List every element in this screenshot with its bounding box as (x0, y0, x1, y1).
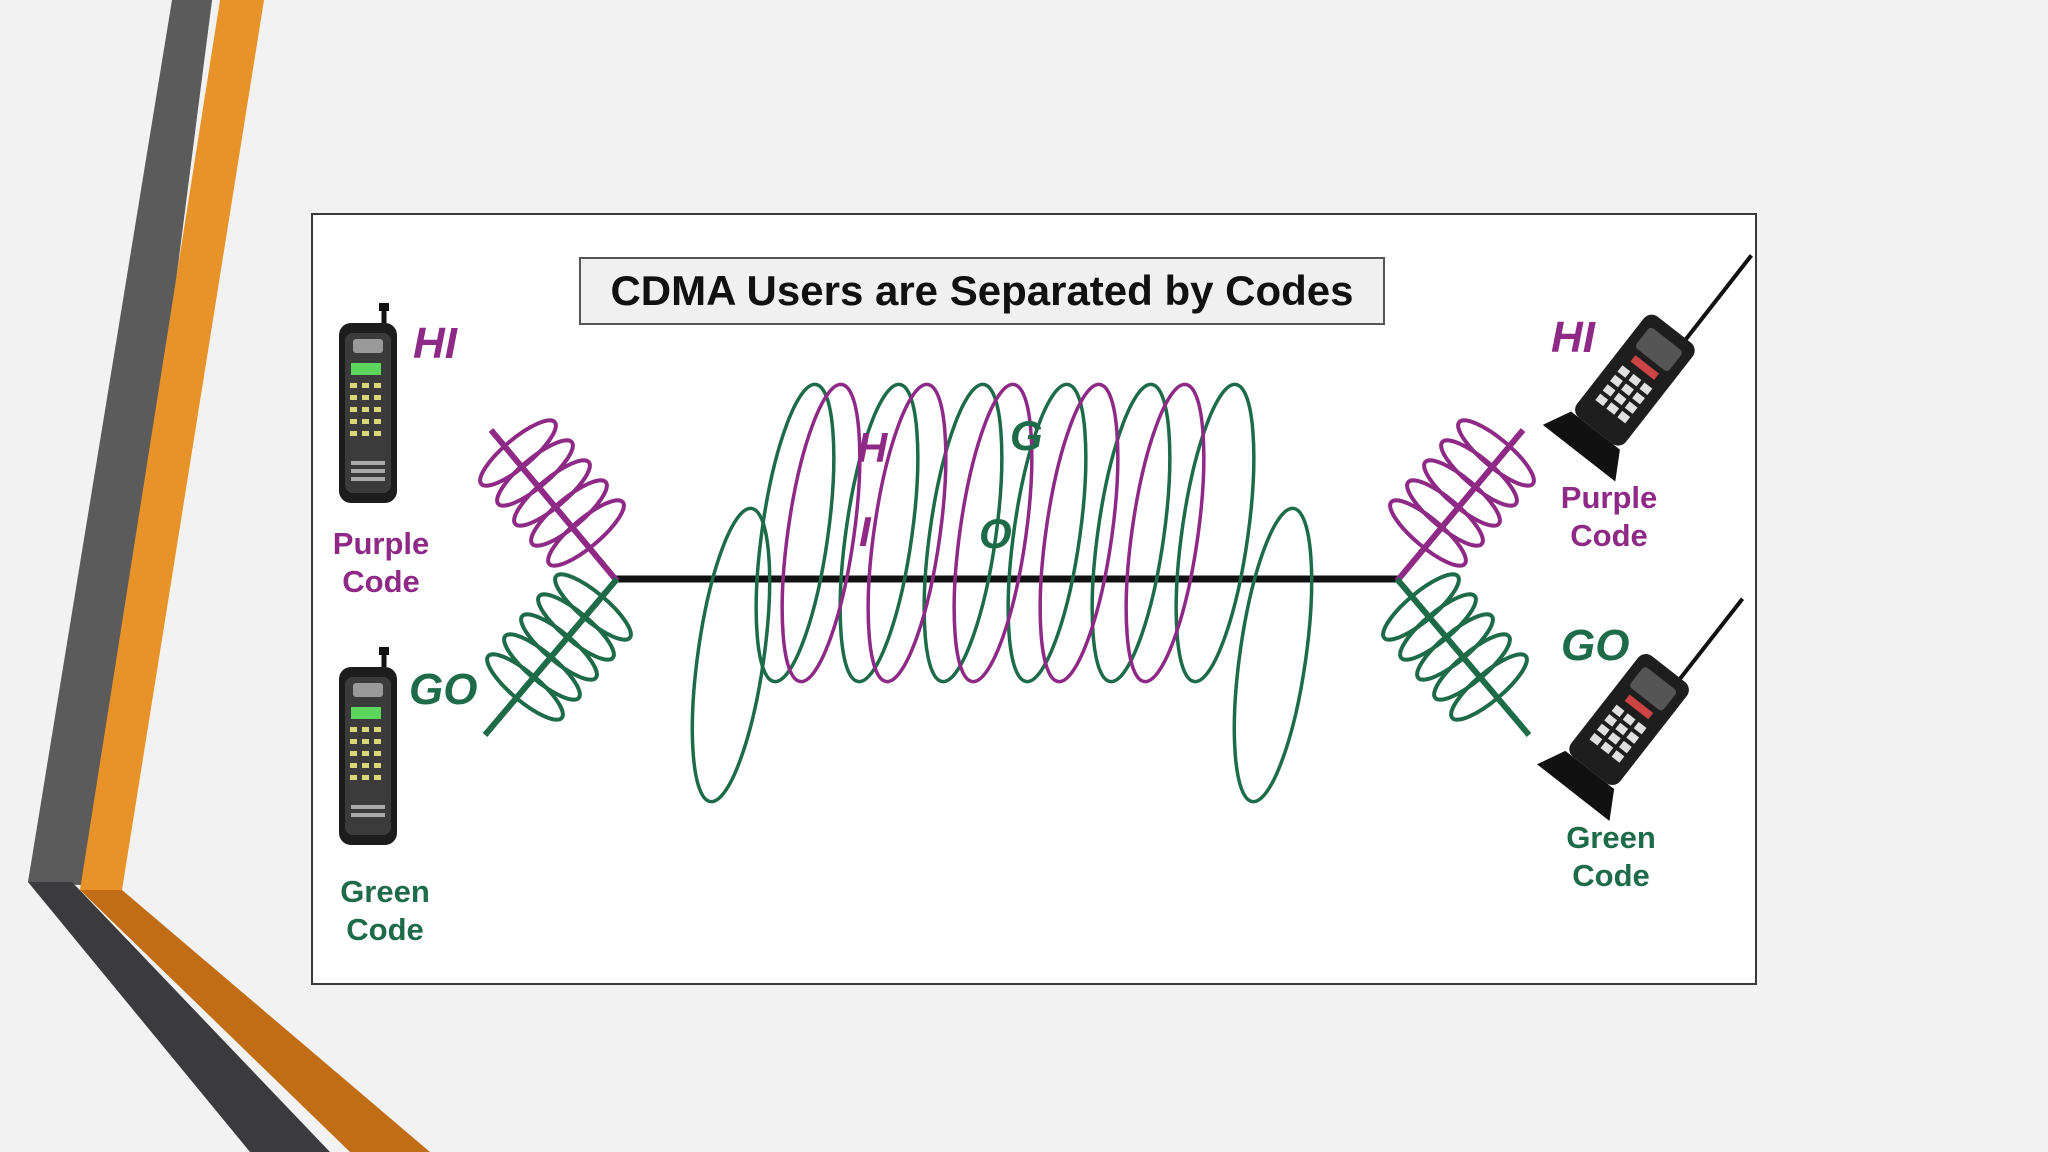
wave-letter-h: H (857, 424, 888, 471)
wave-letter-i: I (859, 508, 871, 555)
orange-stripe (80, 0, 264, 890)
right-bottom-phone-icon (1537, 597, 1745, 821)
wave-letter-g: G (1010, 412, 1043, 459)
left-hi-word: HI (413, 319, 457, 368)
right-top-phone-icon (1542, 254, 1753, 482)
diagram-frame: CDMA Users are Separated by Codes HI Pur… (311, 213, 1757, 985)
right-purple-wave (1388, 418, 1536, 568)
diagram-title: CDMA Users are Separated by Codes (579, 257, 1385, 325)
left-top-phone-icon (339, 303, 397, 503)
left-go-word: GO (409, 665, 478, 714)
wave-letter-o: O (979, 510, 1012, 557)
right-green-wave (1381, 572, 1529, 722)
cdma-diagram (339, 254, 1753, 845)
purple-coil (780, 382, 1206, 684)
green-coil (690, 382, 1314, 804)
right-hi-word: HI (1551, 313, 1595, 362)
left-bottom-phone-icon (339, 647, 397, 845)
right-go-word: GO (1561, 621, 1630, 670)
orange-corner (80, 890, 430, 1152)
left-purple-wave (478, 418, 626, 568)
dark-corner (28, 882, 330, 1152)
left-green-wave (485, 572, 633, 722)
